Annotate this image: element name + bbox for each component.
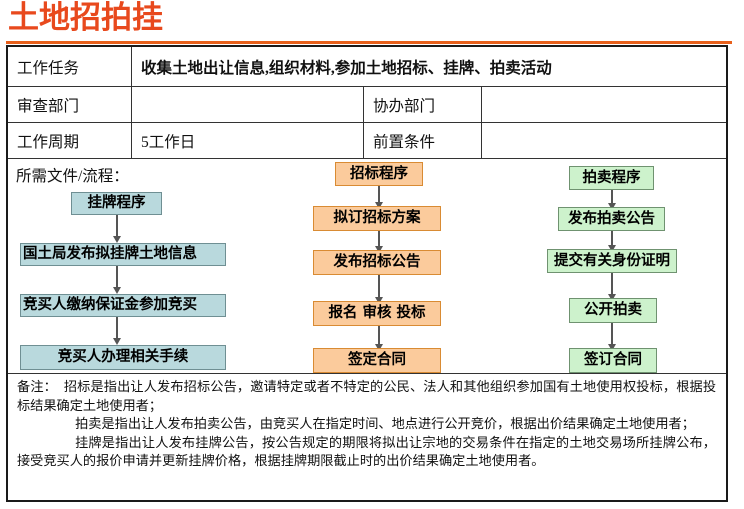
flow-section-label: 所需文件/流程：: [16, 168, 129, 185]
flow-arrow-tender-3: [375, 275, 383, 304]
flow-column-tender: 招标程序 拟订招标方案 发布招标公告 报名 审核 投标 签定合同: [298, 159, 523, 373]
flow-arrow-tender-4: [375, 326, 383, 351]
flow-arrow-listing-2: [113, 266, 121, 294]
row-value-work-task: 收集土地出让信息,组织材料,参加土地招标、挂牌、拍卖活动: [141, 59, 552, 77]
row-value-assist-dept: [482, 87, 728, 122]
table-row: 工作任务 收集土地出让信息,组织材料,参加土地招标、挂牌、拍卖活动: [8, 47, 726, 87]
note-paragraph-2: 拍卖是指出让人发布拍卖公告，由竞买人在指定时间、地点进行公开竞价，根据出价结果确…: [17, 415, 716, 434]
notes-section: 备注： 招标是指出让人发布招标公告，邀请特定或者不特定的公民、法人和其他组织参加…: [8, 374, 726, 500]
flow-arrow-tender-1: [375, 186, 383, 209]
flow-node-tender-2: 拟订招标方案: [313, 206, 441, 231]
note-text-2: 拍卖是指出让人发布拍卖公告，由竞买人在指定时间、地点进行公开竞价，根据出价结果确…: [75, 416, 695, 432]
flow-node-auction-5: 签订合同: [569, 348, 657, 373]
title-underline-rule: [6, 41, 732, 44]
page-header: 土地招拍挂: [0, 0, 744, 44]
flow-arrow-auction-3: [608, 273, 616, 301]
flow-arrow-auction-2: [608, 231, 616, 252]
row-label-work-task: 工作任务: [8, 47, 132, 86]
flow-node-auction-1: 拍卖程序: [569, 166, 654, 190]
flow-node-auction-2: 发布拍卖公告: [558, 207, 665, 231]
row-label-review-dept: 审查部门: [8, 87, 132, 122]
flow-arrow-listing-3: [113, 317, 121, 345]
flow-node-listing-4: 竞买人办理相关手续: [20, 345, 226, 370]
flow-diagram-area: 所需文件/流程： 挂牌程序 国土局发布拟挂牌土地信息 竞买人缴纳保证金参加竞买 …: [8, 159, 726, 374]
page-title: 土地招拍挂: [8, 0, 163, 36]
flow-node-tender-1: 招标程序: [335, 162, 423, 186]
row-value-review-dept: [132, 87, 364, 122]
flow-arrow-listing-1: [113, 215, 121, 243]
flow-node-tender-5: 签定合同: [313, 348, 441, 373]
row-value-work-cycle: 5工作日: [132, 123, 364, 158]
flow-arrow-auction-4: [608, 323, 616, 351]
flow-node-tender-4: 报名 审核 投标: [313, 301, 441, 326]
flow-arrow-tender-2: [375, 231, 383, 253]
table-row: 工作周期 5工作日 前置条件: [8, 123, 726, 159]
flow-node-auction-4: 公开拍卖: [569, 298, 657, 323]
note-paragraph-3: 挂牌是指出让人发布挂牌公告，按公告规定的期限将拟出让宗地的交易条件在指定的土地交…: [17, 434, 716, 471]
flow-node-listing-3: 竞买人缴纳保证金参加竞买: [20, 294, 226, 317]
note-paragraph-1: 备注： 招标是指出让人发布招标公告，邀请特定或者不特定的公民、法人和其他组织参加…: [17, 378, 716, 415]
flow-node-auction-3: 提交有关身份证明: [547, 249, 677, 273]
flow-column-auction: 拍卖程序 发布拍卖公告 提交有关身份证明 公开拍卖 签订合同: [523, 159, 728, 373]
row-label-assist-dept: 协办部门: [364, 87, 482, 122]
row-value-precondition: [482, 123, 728, 158]
row-label-precondition: 前置条件: [364, 123, 482, 158]
note-text-3: 挂牌是指出让人发布挂牌公告，按公告规定的期限将拟出让宗地的交易条件在指定的土地交…: [17, 434, 716, 469]
flow-column-listing: 挂牌程序 国土局发布拟挂牌土地信息 竞买人缴纳保证金参加竞买 竞买人办理相关手续: [8, 159, 298, 373]
flow-node-tender-3: 发布招标公告: [313, 250, 441, 275]
notes-label: 备注：: [17, 379, 57, 394]
row-label-work-cycle: 工作周期: [8, 123, 132, 158]
main-table: 工作任务 收集土地出让信息,组织材料,参加土地招标、挂牌、拍卖活动 审查部门 协…: [6, 45, 728, 502]
flow-node-listing-2: 国土局发布拟挂牌土地信息: [20, 243, 226, 266]
table-row: 审查部门 协办部门: [8, 87, 726, 123]
note-text-1: 招标是指出让人发布招标公告，邀请特定或者不特定的公民、法人和其他组织参加国有土地…: [17, 379, 717, 413]
flow-arrow-auction-1: [608, 190, 616, 210]
flow-node-listing-1: 挂牌程序: [71, 192, 162, 215]
